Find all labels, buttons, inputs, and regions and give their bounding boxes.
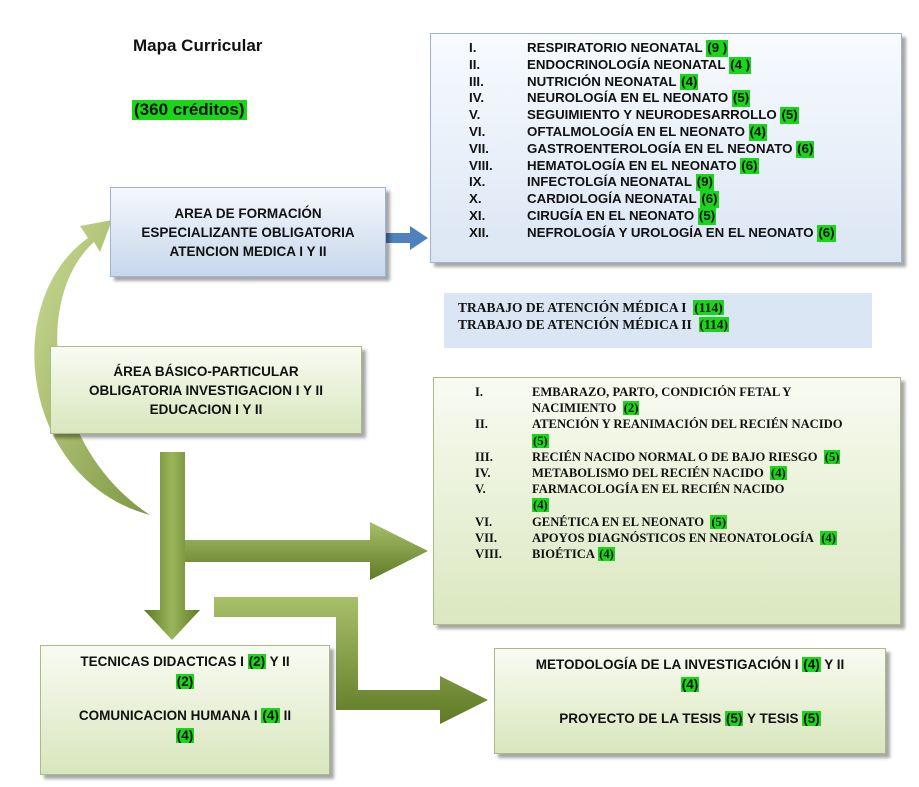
credit-badge: (2) [175,674,195,689]
credit-badge: (6) [796,140,815,158]
basic-area-box: ÁREA BÁSICO-PARTICULAR OBLIGATORIA INVES… [50,346,362,434]
credit-badge: (114) [693,300,724,315]
credit-badge: (6) [817,224,836,242]
credit-badge: (5) [710,514,728,529]
page-title: Mapa Curricular [133,36,263,55]
list-item: II.ATENCIÓN Y REANIMACIÓN DEL RECIÉN NAC… [475,417,843,448]
credit-badge: (9) [695,174,714,192]
credit-badge: (9 ) [706,40,729,57]
didactic-box: TECNICAS DIDACTICAS I (2) Y II (2) COMUN… [40,645,330,775]
credit-badge: (4) [748,123,767,141]
credit-badge: (4) [820,530,837,545]
credit-badge: (5) [697,207,717,225]
specialty-area-line-2: ESPECIALIZANTE OBLIGATORIA [141,224,355,240]
thesis-project: PROYECTO DE LA TESIS (5) Y TESIS (5) [559,711,821,726]
research-methodology: METODOLOGÍA DE LA INVESTIGACIÓN I (4) Y … [535,657,845,692]
credit-badge: (5) [780,107,799,124]
credit-badge: (4) [598,547,615,562]
credit-badge: (6) [740,157,759,175]
specialty-area-line-1: AREA DE FORMACIÓN [174,205,322,221]
medical-work-item: TRABAJO DE ATENCIÓN MÉDICA II (114) [458,317,730,332]
list-item: III.RECIÉN NACIDO NORMAL O DE BAJO RIESG… [475,449,841,464]
list-item: IV.METABOLISMO DEL RECIÉN NACIDO (4) [475,466,787,481]
basic-area-line-1: ÁREA BÁSICO-PARTICULAR [113,363,299,379]
human-communication: COMUNICACION HUMANA I (4) II (4) [78,708,292,743]
credit-badge: (2) [622,401,640,416]
credit-badge: (4) [770,466,787,481]
list-item: X.CARDIOLOGÍA NEONATAL (6) [469,191,719,208]
blue-arrow [383,226,428,250]
credit-badge: (4 ) [729,56,752,74]
stepped-arrow-to-methodology [214,597,488,724]
list-item: V.FARMACOLOGÍA EN EL RECIÉN NACIDO(4) [475,482,785,513]
basic-area-line-3: EDUCACION I Y II [149,401,263,417]
list-item: XII.NEFROLOGÍA Y UROLOGÍA EN EL NEONATO … [469,224,836,242]
specialty-area-box: AREA DE FORMACIÓN ESPECIALIZANTE OBLIGAT… [110,187,386,277]
list-item: IX.INFECTOLGÍA NEONATAL (9) [469,174,714,192]
credit-badge: (5) [532,433,549,448]
total-credits-badge: (360 créditos) [132,100,247,120]
list-item: I.EMBARAZO, PARTO, CONDICIÓN FETAL Y NAC… [475,385,791,416]
list-item: IV.NEUROLOGÍA EN EL NEONATO (5) [469,90,751,108]
didactic-techniques: TECNICAS DIDACTICAS I (2) Y II (2) [80,654,290,689]
credit-badge: (2) [247,654,267,669]
credit-badge: (5) [731,90,751,108]
list-item: II.ENDOCRINOLOGÍA NEONATAL (4 ) [469,56,752,74]
right-arrow-to-neonatology [185,522,428,580]
credit-badge: (4) [680,73,699,91]
specialty-modules-box: I.RESPIRATORIO NEONATAL (9 ) II.ENDOCRIN… [430,33,902,263]
specialty-area-line-3: ATENCION MEDICA I Y II [169,243,327,259]
medical-work-box: TRABAJO DE ATENCIÓN MÉDICA I (114) TRABA… [444,293,872,348]
credit-badge: (4) [175,728,195,743]
credit-badge: (4) [261,708,280,723]
list-item: VIII.HEMATOLOGÍA EN EL NEONATO (6) [469,157,759,175]
credit-badge: (5) [802,711,821,726]
neonatology-modules-list: I.EMBARAZO, PARTO, CONDICIÓN FETAL Y NAC… [434,378,900,562]
list-item: VII.GASTROENTEROLOGÍA EN EL NEONATO (6) [469,140,815,158]
credit-badge: (4) [532,498,549,513]
credit-badge: (114) [698,317,730,332]
list-item: VI.OFTALMOLOGÍA EN EL NEONATO (4) [469,123,767,141]
credit-badge: (4) [802,657,821,672]
basic-area-line-2: OBLIGATORIA INVESTIGACION I Y II [88,382,324,398]
credit-badge: (4) [680,677,700,692]
medical-work-item: TRABAJO DE ATENCIÓN MÉDICA I (114) [458,300,724,315]
list-item: VIII.BIOÉTICA (4) [475,547,615,562]
down-arrow-to-didactic [144,452,200,640]
credit-badge: (6) [700,191,719,208]
list-item: VII.APOYOS DIAGNÓSTICOS EN NEONATOLOGÍA … [475,530,837,545]
methodology-box: METODOLOGÍA DE LA INVESTIGACIÓN I (4) Y … [494,648,886,754]
credit-badge: (5) [724,711,744,726]
list-item: III.NUTRICIÓN NEONATAL (4) [469,73,699,91]
neonatology-modules-box: I.EMBARAZO, PARTO, CONDICIÓN FETAL Y NAC… [433,377,901,625]
list-item: XI.CIRUGÍA EN EL NEONATO (5) [469,207,717,225]
curved-arrow [34,220,150,515]
credit-badge: (5) [823,449,841,464]
list-item: V.SEGUIMIENTO Y NEURODESARROLLO (5) [469,107,799,124]
list-item: VI.GENÉTICA EN EL NEONATO (5) [475,514,728,529]
list-item: I.RESPIRATORIO NEONATAL (9 ) [469,40,729,57]
specialty-modules-list: I.RESPIRATORIO NEONATAL (9 ) II.ENDOCRIN… [431,34,901,242]
